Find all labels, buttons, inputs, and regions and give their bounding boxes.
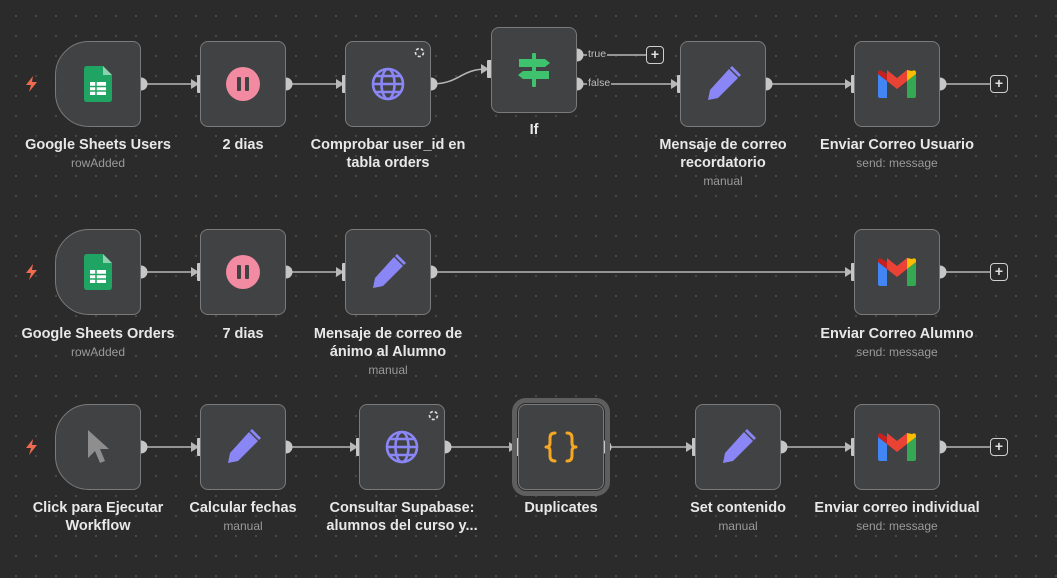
globe-icon <box>346 42 430 126</box>
node-status-icon <box>428 410 439 421</box>
pause-icon <box>201 230 285 314</box>
trigger-bolt-icon <box>26 264 37 280</box>
gmail-icon <box>855 42 939 126</box>
node-subtitle: send: message <box>856 156 938 170</box>
node-google-sheets-orders[interactable] <box>55 229 141 315</box>
node-title: If <box>529 122 539 138</box>
add-node-button[interactable]: + <box>990 263 1008 281</box>
node-title: 7 dias <box>222 326 264 342</box>
node-title: Google Sheets Users <box>25 137 171 153</box>
node-if[interactable] <box>491 27 577 113</box>
node-subtitle: rowAdded <box>70 156 126 170</box>
node-consultar-supabase[interactable] <box>359 404 445 490</box>
globe-icon <box>360 405 444 489</box>
node-calcular-fechas[interactable] <box>200 404 286 490</box>
node-title: Calcular fechas <box>189 500 297 516</box>
google-sheets-icon <box>56 230 140 314</box>
node-set-contenido[interactable] <box>695 404 781 490</box>
node-mensaje-animo[interactable] <box>345 229 431 315</box>
node-subtitle: send: message <box>856 345 938 359</box>
if-false-label: false <box>587 77 612 89</box>
node-click-ejecutar[interactable] <box>55 404 141 490</box>
node-subtitle: manual <box>368 363 408 377</box>
node-comprobar-user-id[interactable] <box>345 41 431 127</box>
node-enviar-correo-individual[interactable] <box>854 404 940 490</box>
signpost-icon <box>492 28 576 112</box>
pause-icon <box>201 42 285 126</box>
node-title: Google Sheets Orders <box>21 326 175 342</box>
node-mensaje-recordatorio[interactable] <box>680 41 766 127</box>
add-node-button[interactable]: + <box>990 438 1008 456</box>
node-subtitle: manual <box>703 174 743 188</box>
cursor-icon <box>56 405 140 489</box>
node-title: Duplicates <box>524 500 598 516</box>
node-title: Set contenido <box>690 500 786 516</box>
node-google-sheets-users[interactable] <box>55 41 141 127</box>
code-braces-icon <box>519 405 603 489</box>
node-status-icon <box>414 47 425 58</box>
node-duplicates[interactable] <box>512 398 610 496</box>
google-sheets-icon <box>56 42 140 126</box>
node-subtitle: rowAdded <box>70 345 126 359</box>
pencil-icon <box>201 405 285 489</box>
node-title: Enviar Correo Alumno <box>820 326 974 342</box>
if-true-label: true <box>587 48 608 60</box>
node-2-dias[interactable] <box>200 41 286 127</box>
add-node-button[interactable]: + <box>646 46 664 64</box>
gmail-icon <box>855 405 939 489</box>
pencil-icon <box>681 42 765 126</box>
pencil-icon <box>696 405 780 489</box>
pencil-icon <box>346 230 430 314</box>
node-title: Consultar Supabase: alumnos del curso y.… <box>326 500 478 534</box>
node-title: Click para Ejecutar Workflow <box>32 500 164 534</box>
node-title: Mensaje de correo de ánimo al Alumno <box>313 326 463 360</box>
node-enviar-correo-usuario[interactable] <box>854 41 940 127</box>
node-enviar-correo-alumno[interactable] <box>854 229 940 315</box>
trigger-bolt-icon <box>26 439 37 455</box>
add-node-button[interactable]: + <box>990 75 1008 93</box>
node-title: 2 dias <box>222 137 264 153</box>
node-subtitle: send: message <box>856 519 938 533</box>
node-subtitle: manual <box>718 519 758 533</box>
node-7-dias[interactable] <box>200 229 286 315</box>
node-subtitle: manual <box>223 519 263 533</box>
node-title: Enviar correo individual <box>814 500 980 516</box>
gmail-icon <box>855 230 939 314</box>
trigger-bolt-icon <box>26 76 37 92</box>
node-title: Mensaje de correo recordatorio <box>659 137 787 171</box>
node-title: Enviar Correo Usuario <box>820 137 974 153</box>
node-title: Comprobar user_id en tabla orders <box>310 137 466 171</box>
